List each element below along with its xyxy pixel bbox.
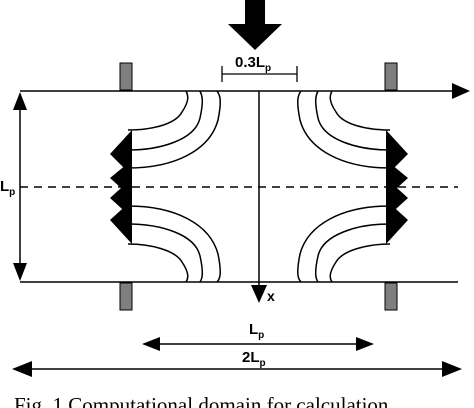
x-axis-label: x: [267, 288, 275, 304]
height-arrow-down-icon: [13, 263, 27, 281]
height-label: Lp: [0, 178, 15, 198]
right-saw-teeth-icon: [386, 130, 408, 244]
top-boundary-arrowhead-icon: [452, 83, 470, 99]
support-bottom-right: [384, 282, 398, 311]
gap-label: 0.3Lp: [235, 54, 271, 74]
width-arrow-right-icon: [356, 337, 374, 351]
width-arrow-left-icon: [142, 337, 160, 351]
x-axis-arrowhead-icon: [251, 285, 267, 303]
figure-caption: Fig. 1 Computational domain for calculat…: [14, 393, 389, 408]
load-arrow-icon: [228, 0, 282, 50]
total-width-label: 2Lp: [242, 349, 266, 369]
support-bottom-left: [119, 282, 133, 311]
left-saw-teeth-icon: [110, 130, 132, 244]
width-label: Lp: [249, 321, 264, 341]
height-arrow-up-icon: [13, 92, 27, 110]
gap-bracket: [221, 66, 298, 82]
total-arrow-left-icon: [12, 361, 32, 377]
support-top-left: [119, 62, 133, 91]
flow-lines: [127, 90, 391, 283]
total-arrow-right-icon: [442, 361, 462, 377]
support-top-right: [384, 62, 398, 91]
